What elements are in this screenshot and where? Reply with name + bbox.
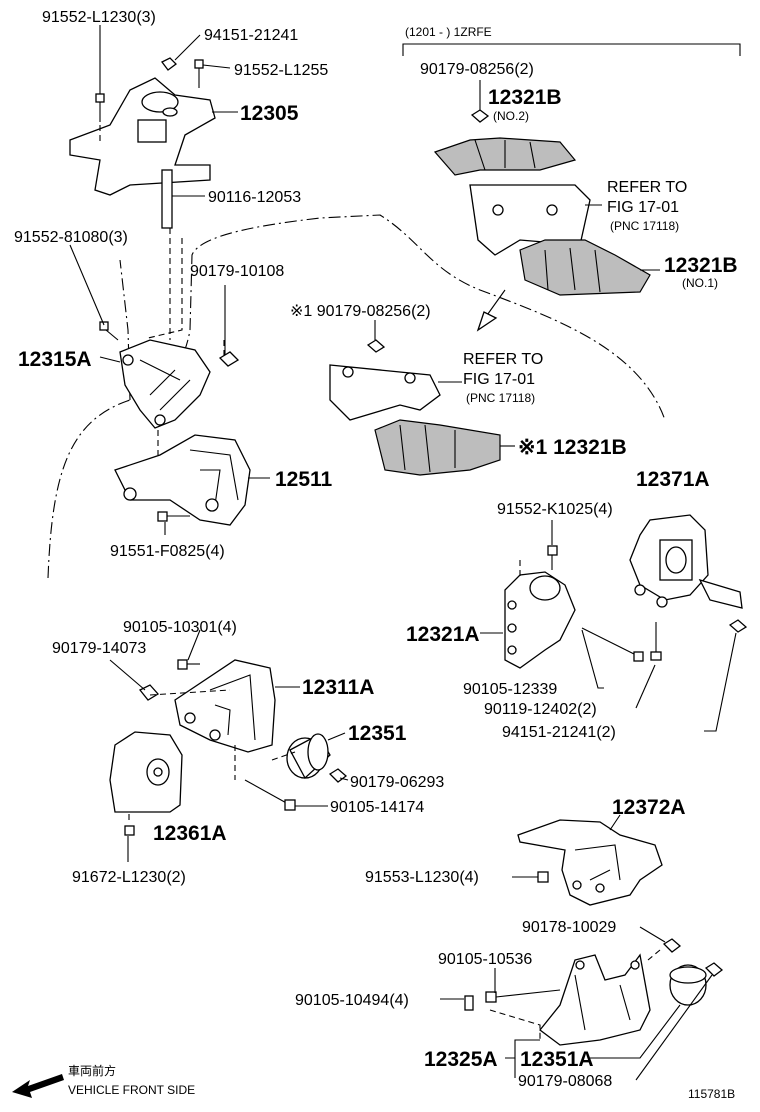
label-fig-17-01-1: FIG 17-01 — [607, 199, 679, 216]
label-90179-06293: 90179-06293 — [350, 774, 444, 791]
bolt-icon — [547, 545, 662, 662]
label-90105-10301-4: 90105-10301(4) — [123, 619, 237, 636]
label-12321B-mid: ※1 12321B — [518, 436, 627, 459]
label-pnc-17118-2: (PNC 17118) — [466, 391, 535, 405]
engine-outline — [47, 214, 666, 579]
label-front-jp: 車両前方 — [68, 1063, 116, 1078]
part-12351A-bushing[interactable] — [669, 964, 707, 1006]
label-91553-L1230-4: 91553-L1230(4) — [365, 869, 479, 886]
assembly-dashed-lines — [99, 125, 661, 1042]
part-12371A-mount[interactable] — [629, 514, 743, 609]
bolt-icon — [537, 871, 549, 883]
part-12325A-bracket[interactable] — [539, 953, 651, 1046]
bolt-icon — [99, 321, 119, 341]
label-90179-08068: 90179-08068 — [518, 1073, 612, 1090]
bolt-icon — [464, 962, 724, 1011]
part-12321B-no1[interactable] — [519, 239, 651, 296]
label-fig-17-01-2: FIG 17-01 — [463, 371, 535, 388]
label-90179-14073: 90179-14073 — [52, 640, 146, 657]
label-90105-10494-4: 90105-10494(4) — [295, 992, 409, 1009]
part-12361A-mount[interactable] — [109, 731, 183, 813]
label-12325A: 12325A — [424, 1048, 498, 1071]
label-91672-L1230-2: 91672-L1230(2) — [72, 869, 186, 886]
label-91552-L1255: 91552-L1255 — [234, 62, 328, 79]
label-90179-08256-2-mid: ※1 90179-08256(2) — [290, 303, 431, 320]
label-12351A: 12351A — [520, 1048, 594, 1071]
nut-icon — [366, 339, 386, 353]
label-90116-12053: 90116-12053 — [208, 189, 301, 206]
bracket-17118-mid — [329, 364, 441, 421]
nut-icon — [218, 351, 240, 367]
label-94151-21241-2: 94151-21241(2) — [502, 724, 616, 741]
part-12321B-mid[interactable] — [374, 419, 501, 476]
nut-icon — [662, 938, 682, 953]
label-90119-12402-2: 90119-12402(2) — [484, 701, 597, 718]
label-12321B-no2: 12321B — [488, 86, 562, 109]
label-12351: 12351 — [348, 722, 407, 745]
label-91552-L1230-3: 91552-L1230(3) — [42, 9, 156, 26]
label-12311A: 12311A — [302, 676, 374, 699]
leader-lines — [69, 25, 737, 1081]
label-refer-to-2: REFER TO — [463, 351, 543, 368]
label-12321B-no1: 12321B — [664, 254, 738, 277]
label-90105-14174: 90105-14174 — [330, 799, 424, 816]
part-12351-bushing[interactable] — [286, 733, 331, 780]
part-12372A-mount[interactable] — [517, 819, 663, 906]
arrow-down-icon — [476, 289, 506, 332]
part-12305-mount[interactable] — [69, 77, 216, 229]
label-refer-to-1: REFER TO — [607, 179, 687, 196]
label-no2: (NO.2) — [493, 109, 529, 123]
header-bracket-text: (1201 - ) 1ZRFE — [405, 25, 492, 39]
label-91552-81080-3: 91552-81080(3) — [14, 229, 128, 246]
nut-icon — [470, 109, 490, 123]
label-vehicle-front-side: VEHICLE FRONT SIDE — [68, 1083, 195, 1097]
part-12311A-bracket[interactable] — [174, 659, 276, 753]
label-91552-K1025-4: 91552-K1025(4) — [497, 501, 613, 518]
label-90179-08256-2-top: 90179-08256(2) — [420, 61, 534, 78]
bolt-icon — [157, 511, 190, 522]
label-90105-12339: 90105-12339 — [463, 681, 557, 698]
label-90105-10536: 90105-10536 — [438, 951, 532, 968]
label-12372A: 12372A — [612, 796, 686, 819]
bolt-icon — [124, 659, 348, 836]
nut-icon — [728, 619, 748, 633]
figure-id: 115781B — [688, 1087, 735, 1101]
label-12315A: 12315A — [18, 348, 92, 371]
label-12305: 12305 — [240, 102, 299, 125]
part-12321B-no2[interactable] — [433, 137, 577, 176]
part-12511-bracket[interactable] — [114, 434, 251, 526]
label-91551-F0825-4: 91551-F0825(4) — [110, 543, 225, 560]
label-90178-10029: 90178-10029 — [522, 919, 616, 936]
label-no1: (NO.1) — [682, 276, 718, 290]
label-12511: 12511 — [275, 468, 333, 491]
label-pnc-17118-1: (PNC 17118) — [610, 219, 679, 233]
label-12361A: 12361A — [153, 822, 227, 845]
vehicle-front-arrow-icon — [12, 1074, 64, 1098]
label-94151-21241: 94151-21241 — [204, 27, 298, 44]
header-bracket-line — [402, 43, 741, 56]
label-12321A: 12321A — [406, 623, 480, 646]
label-12371A: 12371A — [636, 468, 710, 491]
part-12315A-bracket[interactable] — [119, 339, 211, 429]
label-90179-10108: 90179-10108 — [190, 263, 284, 280]
part-12321A-bracket[interactable] — [504, 571, 576, 669]
